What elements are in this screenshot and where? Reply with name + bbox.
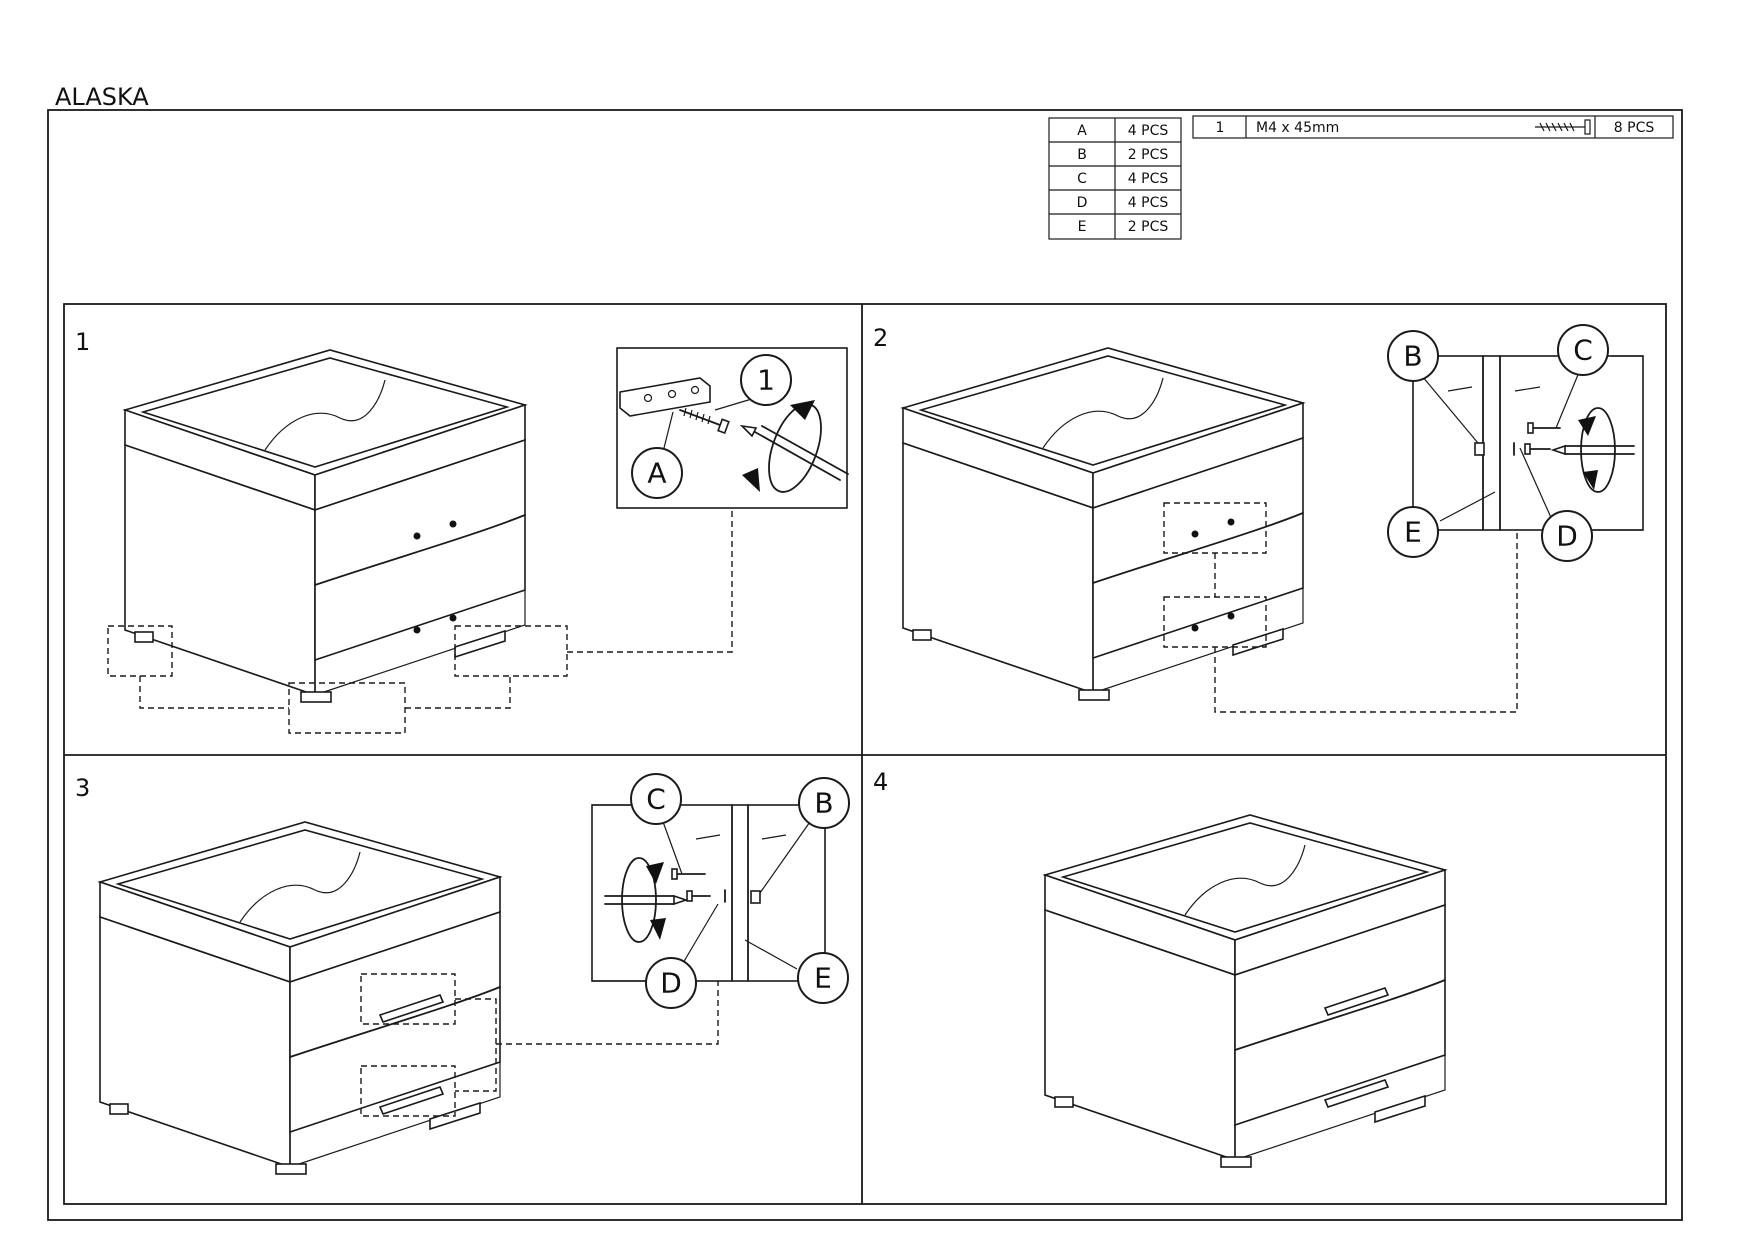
svg-text:E: E [1404,516,1422,549]
step-grid [63,303,1667,1205]
callout-circle: B [798,777,850,829]
part-qty: 4 PCS [1128,195,1169,211]
part-letter: A [1077,123,1087,139]
screw-table: 1 M4 x 45mm 8 PCS [1192,115,1674,139]
svg-text:D: D [1556,520,1578,553]
callout-circle: E [1387,506,1439,558]
step-number: 1 [75,328,90,356]
svg-text:1: 1 [757,364,775,397]
svg-text:C: C [646,783,666,816]
detail-inset: B C E D [1387,324,1644,562]
step-number: 3 [75,774,90,802]
detail-inset: 1 A [616,347,849,509]
step-number: 2 [873,324,888,352]
svg-text:C: C [1573,334,1593,367]
callout-circle: 1 [740,354,792,406]
callout-circle: D [1541,510,1593,562]
svg-text:A: A [647,457,666,490]
screw-number: 1 [1216,120,1225,136]
callout-circle: D [645,957,697,1009]
part-qty: 4 PCS [1128,171,1169,187]
callout-circle: B [1387,330,1439,382]
sheet-title: ALASKA [55,83,149,111]
nightstand-drawing [99,821,501,1175]
screw-icon [1535,119,1591,135]
step-3-panel: 3 [75,773,850,1175]
svg-text:B: B [814,787,833,820]
svg-text:D: D [660,967,682,1000]
svg-text:B: B [1403,340,1422,373]
step-number: 4 [873,768,888,796]
step-4-panel: 4 [873,768,1446,1168]
nightstand-drawing [1044,814,1446,1168]
nightstand-drawing [124,349,526,703]
part-letter: C [1077,171,1087,187]
screw-size: M4 x 45mm [1256,120,1339,136]
detail-inset: C B D E [591,773,850,1009]
part-letter: D [1077,195,1088,211]
screw-qty: 8 PCS [1614,120,1655,136]
step-2-panel: 2 [873,324,1644,713]
part-qty: 2 PCS [1128,147,1169,163]
part-qty: 4 PCS [1128,123,1169,139]
parts-table: A 4 PCS B 2 PCS C 4 PCS D 4 PCS E 2 PCS [1048,117,1182,240]
callout-circle: E [797,952,849,1004]
part-qty: 2 PCS [1128,219,1169,235]
outer-frame [47,109,1683,1221]
part-letter: E [1078,219,1087,235]
step-1-panel: 1 [75,328,849,734]
callout-circle: A [631,447,683,499]
callout-circle: C [1557,324,1609,376]
nightstand-drawing [902,347,1304,701]
part-letter: B [1077,147,1087,163]
callout-circle: C [630,773,682,825]
svg-text:E: E [814,962,832,995]
